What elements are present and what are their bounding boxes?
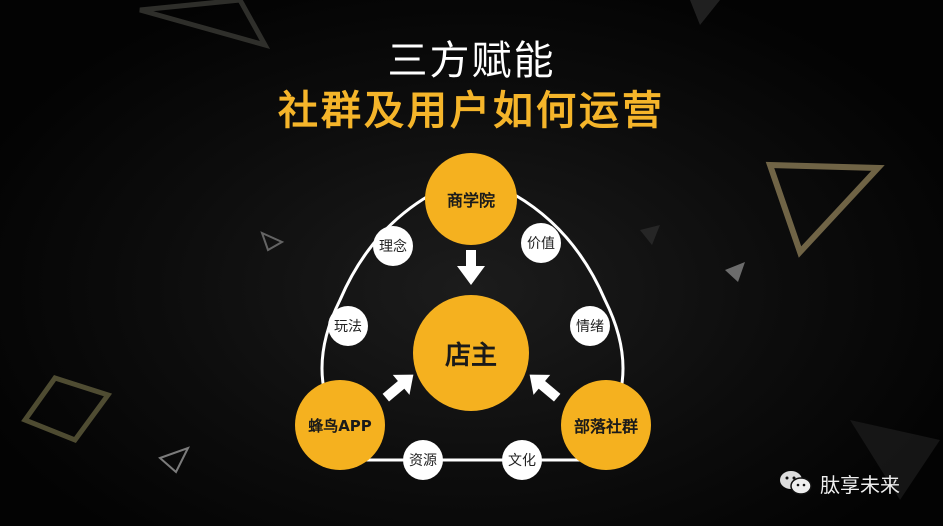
- node-top: 商学院: [425, 153, 517, 245]
- brand-watermark: 肽享未来: [778, 468, 900, 498]
- edge-label: 情绪: [570, 306, 610, 346]
- page-subtitle: 社群及用户如何运营: [278, 88, 665, 134]
- edge-label: 资源: [403, 440, 443, 480]
- edge-label: 玩法: [328, 306, 368, 346]
- page-title: 三方赋能: [387, 38, 556, 84]
- edge-label: 文化: [502, 440, 542, 480]
- node-center: 店主: [413, 295, 529, 411]
- wechat-icon: [780, 471, 812, 495]
- edge-label: 理念: [373, 226, 413, 266]
- brand-name: 肽享未来: [820, 472, 900, 497]
- edge-label: 价值: [521, 223, 561, 263]
- node-right: 部落社群: [561, 380, 651, 470]
- node-left: 蜂鸟APP: [295, 380, 385, 470]
